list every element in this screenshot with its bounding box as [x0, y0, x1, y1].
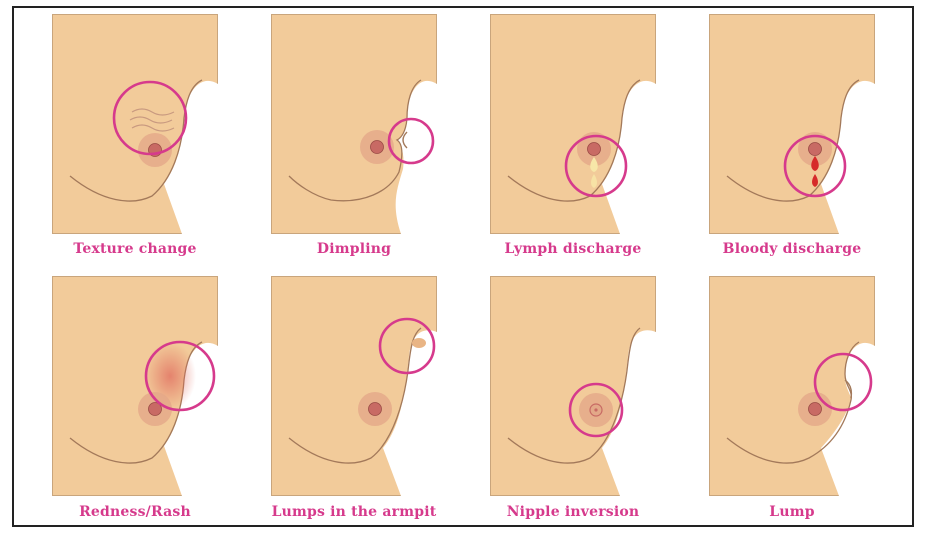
panel-bloody-discharge [709, 14, 875, 234]
armpit-lump-icon [412, 338, 426, 348]
caption-lump: Lump [692, 504, 892, 520]
lump-illustration [709, 276, 875, 496]
panel-redness-rash [52, 276, 218, 496]
bloody-discharge-illustration [709, 14, 875, 234]
panel-lumps-in-armpit [271, 276, 437, 496]
lymph-discharge-illustration [490, 14, 656, 234]
lumps-in-armpit-illustration [271, 276, 437, 496]
caption-lumps-in-armpit: Lumps in the armpit [254, 504, 454, 520]
caption-lymph-discharge: Lymph discharge [473, 241, 673, 257]
nipple-inversion-illustration [490, 276, 656, 496]
panel-lymph-discharge [490, 14, 656, 234]
panel-dimpling [271, 14, 437, 234]
panel-texture-change [52, 14, 218, 234]
panel-nipple-inversion [490, 276, 656, 496]
redness-rash-illustration [52, 276, 218, 496]
caption-nipple-inversion: Nipple inversion [473, 504, 673, 520]
dimpling-illustration [271, 14, 437, 234]
caption-dimpling: Dimpling [254, 241, 454, 257]
texture-change-illustration [52, 14, 218, 234]
caption-redness-rash: Redness/Rash [35, 504, 235, 520]
panel-lump [709, 276, 875, 496]
caption-bloody-discharge: Bloody discharge [692, 241, 892, 257]
caption-texture-change: Texture change [35, 241, 235, 257]
